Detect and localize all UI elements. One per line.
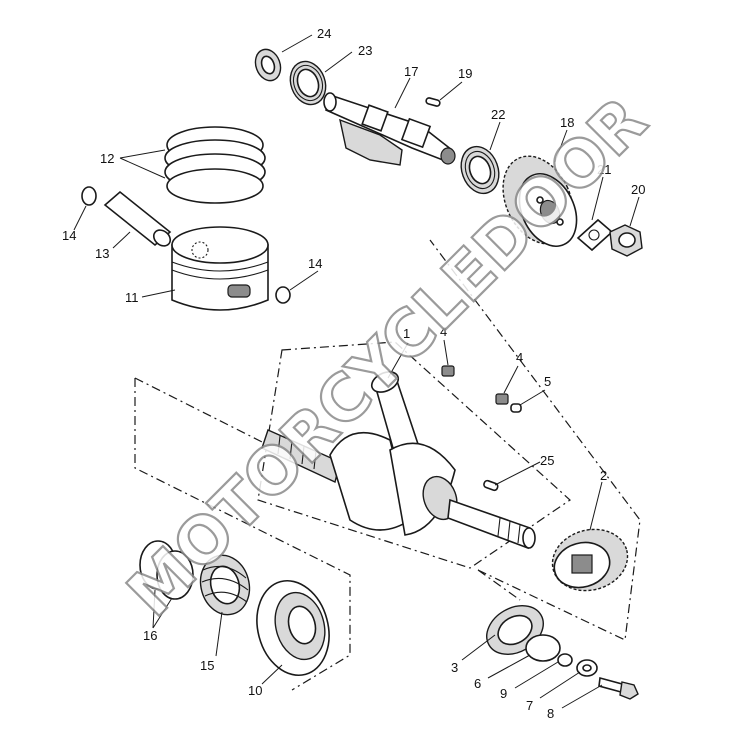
callout-4-mid: 4 — [516, 350, 523, 365]
callout-11: 11 — [125, 290, 139, 305]
crank-assembly-boundary — [257, 341, 571, 569]
callout-10: 10 — [248, 683, 262, 698]
callout-25: 25 — [540, 453, 554, 468]
gear-2 — [551, 528, 629, 592]
bearing-pin-4-mid — [495, 393, 509, 405]
callout-16: 16 — [143, 628, 157, 643]
clip-14-right — [275, 286, 291, 304]
right-gear-boundary — [429, 239, 641, 641]
bearing-pin-4-top — [441, 365, 455, 377]
bearing-15 — [199, 554, 251, 616]
bearing-23 — [289, 60, 327, 106]
left-bearing-boundary — [134, 377, 351, 691]
callout-2: 2 — [600, 468, 607, 483]
callout-24: 24 — [317, 26, 331, 41]
callout-7: 7 — [526, 698, 533, 713]
callout-21: 21 — [597, 162, 611, 177]
callout-17: 17 — [404, 64, 418, 79]
piston-pin-13 — [103, 190, 172, 247]
callouts: 24 23 17 19 22 18 21 20 12 14 13 11 14 1… — [62, 26, 645, 721]
leader-lines — [73, 34, 640, 709]
circlip-6 — [525, 634, 561, 662]
callout-13: 13 — [95, 246, 109, 261]
callout-5: 5 — [544, 374, 551, 389]
washer-7 — [576, 659, 598, 677]
seal-rings-16 — [139, 540, 194, 600]
bolt-8 — [598, 676, 639, 700]
callout-6: 6 — [474, 676, 481, 691]
nut-20 — [609, 224, 643, 257]
pin-19 — [425, 97, 441, 107]
key-25 — [483, 479, 499, 492]
callout-12: 12 — [100, 151, 114, 166]
gear-18 — [502, 155, 578, 247]
callout-8: 8 — [547, 706, 554, 721]
lock-washer-21 — [576, 218, 614, 252]
piston-11 — [171, 226, 269, 311]
crankshaft-1 — [261, 371, 536, 550]
bearing-22 — [460, 145, 500, 195]
washer-9 — [557, 653, 573, 667]
callout-14-right: 14 — [308, 256, 322, 271]
callout-23: 23 — [358, 43, 372, 58]
pin-5 — [510, 403, 522, 413]
callout-1: 1 — [403, 326, 410, 341]
callout-22: 22 — [491, 107, 505, 122]
callout-14-left: 14 — [62, 228, 76, 243]
callout-19: 19 — [458, 66, 472, 81]
camshaft-17 — [323, 92, 456, 166]
callout-9: 9 — [500, 686, 507, 701]
callout-18: 18 — [560, 115, 574, 130]
piston-rings-12 — [164, 126, 266, 204]
callout-4-top: 4 — [440, 324, 447, 339]
clip-14-left — [81, 186, 97, 206]
callout-3: 3 — [451, 660, 458, 675]
bearing-10 — [256, 579, 330, 677]
callout-15: 15 — [200, 658, 214, 673]
callout-20: 20 — [631, 182, 645, 197]
oil-seal-24 — [254, 48, 282, 82]
